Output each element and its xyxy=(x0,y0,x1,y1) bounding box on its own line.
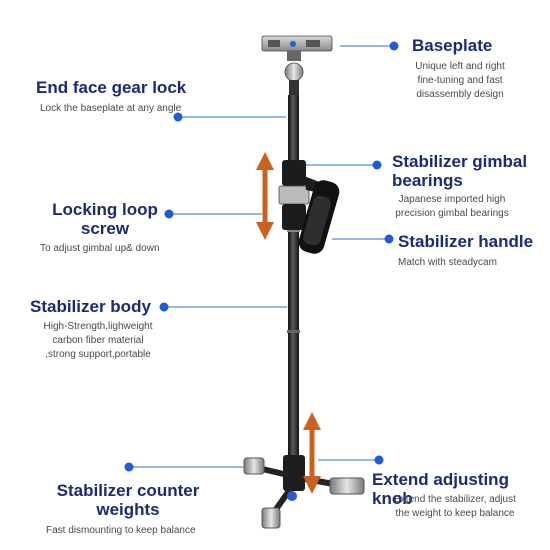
body-desc: High-Strength,lighweight carbon fiber ma… xyxy=(43,321,153,360)
gear-lock-desc: Lock the baseplate at any angle xyxy=(40,103,182,114)
gimbal-part xyxy=(278,160,310,230)
extend-knob-desc: Extend the stabilizer, adjust the weight… xyxy=(394,494,516,519)
baseplate-part xyxy=(261,35,333,61)
gimbal-adjust-arrow xyxy=(256,152,274,240)
handle-title: Stabilizer handle xyxy=(398,232,534,251)
extend-knob-title: Extend adjusting knob xyxy=(372,470,509,508)
gear-lock-title: End face gear lock xyxy=(36,78,187,97)
gear-lock-part xyxy=(284,62,304,96)
baseplate-desc: Unique left and right fine-tuning and fa… xyxy=(415,61,505,100)
handle-part xyxy=(298,176,340,254)
leader-lines xyxy=(129,45,394,468)
extend-arrow xyxy=(303,412,321,494)
leader-dots xyxy=(124,41,399,472)
locking-loop-desc: To adjust gimbal up& down xyxy=(40,243,160,254)
baseplate-title: Baseplate xyxy=(412,36,493,55)
locking-loop-title: Locking loop screw xyxy=(52,200,158,238)
counter-weights-part xyxy=(243,455,365,529)
counter-weights-desc: Fast dismounting to keep balance xyxy=(46,525,196,536)
handle-desc: Match with steadycam xyxy=(398,257,497,268)
gimbal-bearings-desc: Japanese imported high precision gimbal … xyxy=(395,194,509,219)
gimbal-bearings-title: Stabilizer gimbal bearings xyxy=(392,152,528,190)
carbon-pole xyxy=(288,95,299,465)
counter-weights-title: Stabilizer counter weights xyxy=(56,481,200,519)
body-title: Stabilizer body xyxy=(30,297,151,316)
